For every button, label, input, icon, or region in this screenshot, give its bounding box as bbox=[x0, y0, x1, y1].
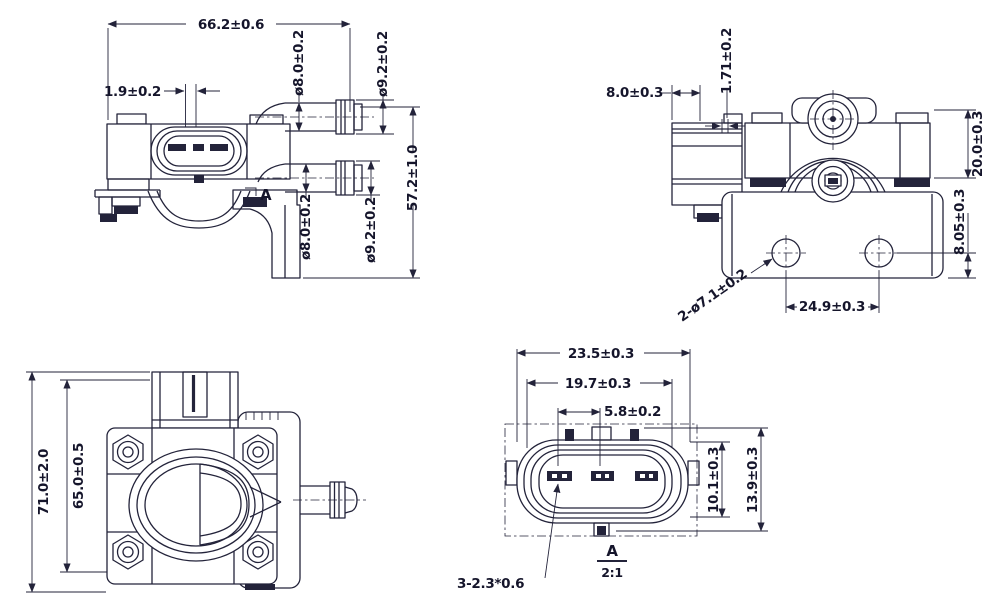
side-view: 8.0±0.3 1.71±0.2 20.0±0.3 8.05±0.3 bbox=[606, 28, 986, 325]
dim-top-body-height: 65.0±0.5 bbox=[60, 379, 150, 573]
side-mount-holes-label: 2-ø7.1±0.2 bbox=[675, 266, 750, 325]
dim-front-overall-height: 57.2±1.0 bbox=[303, 106, 421, 279]
top-overall-height-label: 71.0±2.0 bbox=[36, 449, 52, 515]
side-mount-holes bbox=[766, 235, 899, 271]
front-overall-width-label: 66.2±0.6 bbox=[198, 17, 264, 33]
detail-latch-tabs bbox=[565, 426, 639, 537]
detail-outer-height-label: 13.9±0.3 bbox=[745, 447, 761, 513]
dim-front-port-bottom-id: ø8.0±0.2 bbox=[298, 163, 314, 260]
top-hex-screws bbox=[112, 434, 274, 570]
front-mounting-foot bbox=[94, 178, 161, 222]
side-top-boss bbox=[791, 90, 877, 150]
front-port-top bbox=[255, 99, 374, 135]
front-port-bottom-od-label: ø9.2±0.2 bbox=[363, 197, 379, 263]
dim-front-overall-width: 66.2±0.6 bbox=[107, 16, 351, 120]
side-body-height-label: 20.0±0.3 bbox=[970, 111, 986, 177]
front-connector-face bbox=[150, 126, 248, 183]
side-hole-pitch-label: 24.9±0.3 bbox=[799, 299, 865, 315]
dim-front-port-top-id: ø8.0±0.2 bbox=[291, 30, 307, 132]
detail-terminal-pins bbox=[547, 471, 658, 481]
side-step-label: 1.71±0.2 bbox=[719, 28, 735, 94]
dim-detail-outer-height: 13.9±0.3 bbox=[616, 427, 768, 532]
front-port-top-id-label: ø8.0±0.2 bbox=[291, 30, 307, 96]
detail-pin-pitch-label: 5.8±0.2 bbox=[604, 404, 661, 420]
front-tab-width-label: 1.9±0.2 bbox=[104, 84, 161, 100]
callout-detail-pin-size: 3-2.3*0.6 bbox=[457, 483, 561, 592]
detail-boundary-box bbox=[504, 423, 698, 537]
front-port-bottom-id-label: ø8.0±0.2 bbox=[298, 194, 314, 260]
dim-front-port-bottom-od: ø9.2±0.2 bbox=[356, 160, 380, 263]
front-view: 66.2±0.6 1.9±0.2 ø8.0±0.2 ø9.2±0.2 bbox=[94, 16, 421, 279]
dim-detail-pin-pitch: 5.8±0.2 bbox=[557, 404, 661, 466]
detail-outer-width-label: 23.5±0.3 bbox=[568, 346, 634, 362]
dim-front-tab-width: 1.9±0.2 bbox=[104, 84, 220, 127]
front-port-top-od-label: ø9.2±0.2 bbox=[375, 31, 391, 97]
side-bottom-boss bbox=[811, 159, 855, 203]
top-connector bbox=[151, 371, 239, 429]
dim-detail-inner-width: 19.7±0.3 bbox=[526, 376, 673, 448]
dim-top-overall-height: 71.0±2.0 bbox=[26, 371, 150, 593]
top-body-height-label: 65.0±0.5 bbox=[71, 443, 87, 509]
top-view: 71.0±2.0 65.0±0.5 bbox=[26, 371, 366, 593]
top-diaphragm-ring bbox=[128, 448, 282, 562]
detail-connector-shell bbox=[516, 439, 689, 524]
detail-view: 23.5±0.3 19.7±0.3 5.8±0.2 10.1±0.3 bbox=[457, 346, 768, 592]
front-bracket bbox=[232, 189, 301, 279]
detail-pin-size-label: 3-2.3*0.6 bbox=[457, 576, 524, 592]
front-body bbox=[106, 113, 291, 180]
dim-side-step: 1.71±0.2 bbox=[705, 28, 745, 133]
side-hole-offset-label: 8.05±0.3 bbox=[952, 189, 968, 255]
dim-side-connector-depth: 8.0±0.3 bbox=[606, 85, 701, 121]
dim-front-port-top-od: ø9.2±0.2 bbox=[356, 31, 394, 135]
dim-detail-inner-height: 10.1±0.3 bbox=[690, 441, 730, 518]
front-section-label: A bbox=[260, 186, 272, 204]
front-port-bottom bbox=[255, 160, 374, 196]
detail-inner-width-label: 19.7±0.3 bbox=[565, 376, 631, 392]
front-section-marker: A bbox=[245, 186, 272, 204]
dim-side-body-height: 20.0±0.3 bbox=[934, 109, 986, 179]
side-connector-depth-label: 8.0±0.3 bbox=[606, 85, 663, 101]
dim-side-hole-offset: 8.05±0.3 bbox=[897, 189, 976, 279]
top-port bbox=[293, 481, 366, 519]
detail-inner-height-label: 10.1±0.3 bbox=[706, 447, 722, 513]
detail-section-marker: A 2:1 bbox=[597, 542, 627, 580]
dim-detail-outer-width: 23.5±0.3 bbox=[516, 346, 691, 442]
front-saddle bbox=[147, 190, 251, 229]
front-overall-height-label: 57.2±1.0 bbox=[405, 145, 421, 211]
detail-section-scale: 2:1 bbox=[601, 565, 623, 580]
detail-section-label: A bbox=[606, 542, 618, 560]
dim-side-hole-pitch: 24.9±0.3 bbox=[785, 271, 880, 315]
side-connector bbox=[671, 113, 743, 222]
